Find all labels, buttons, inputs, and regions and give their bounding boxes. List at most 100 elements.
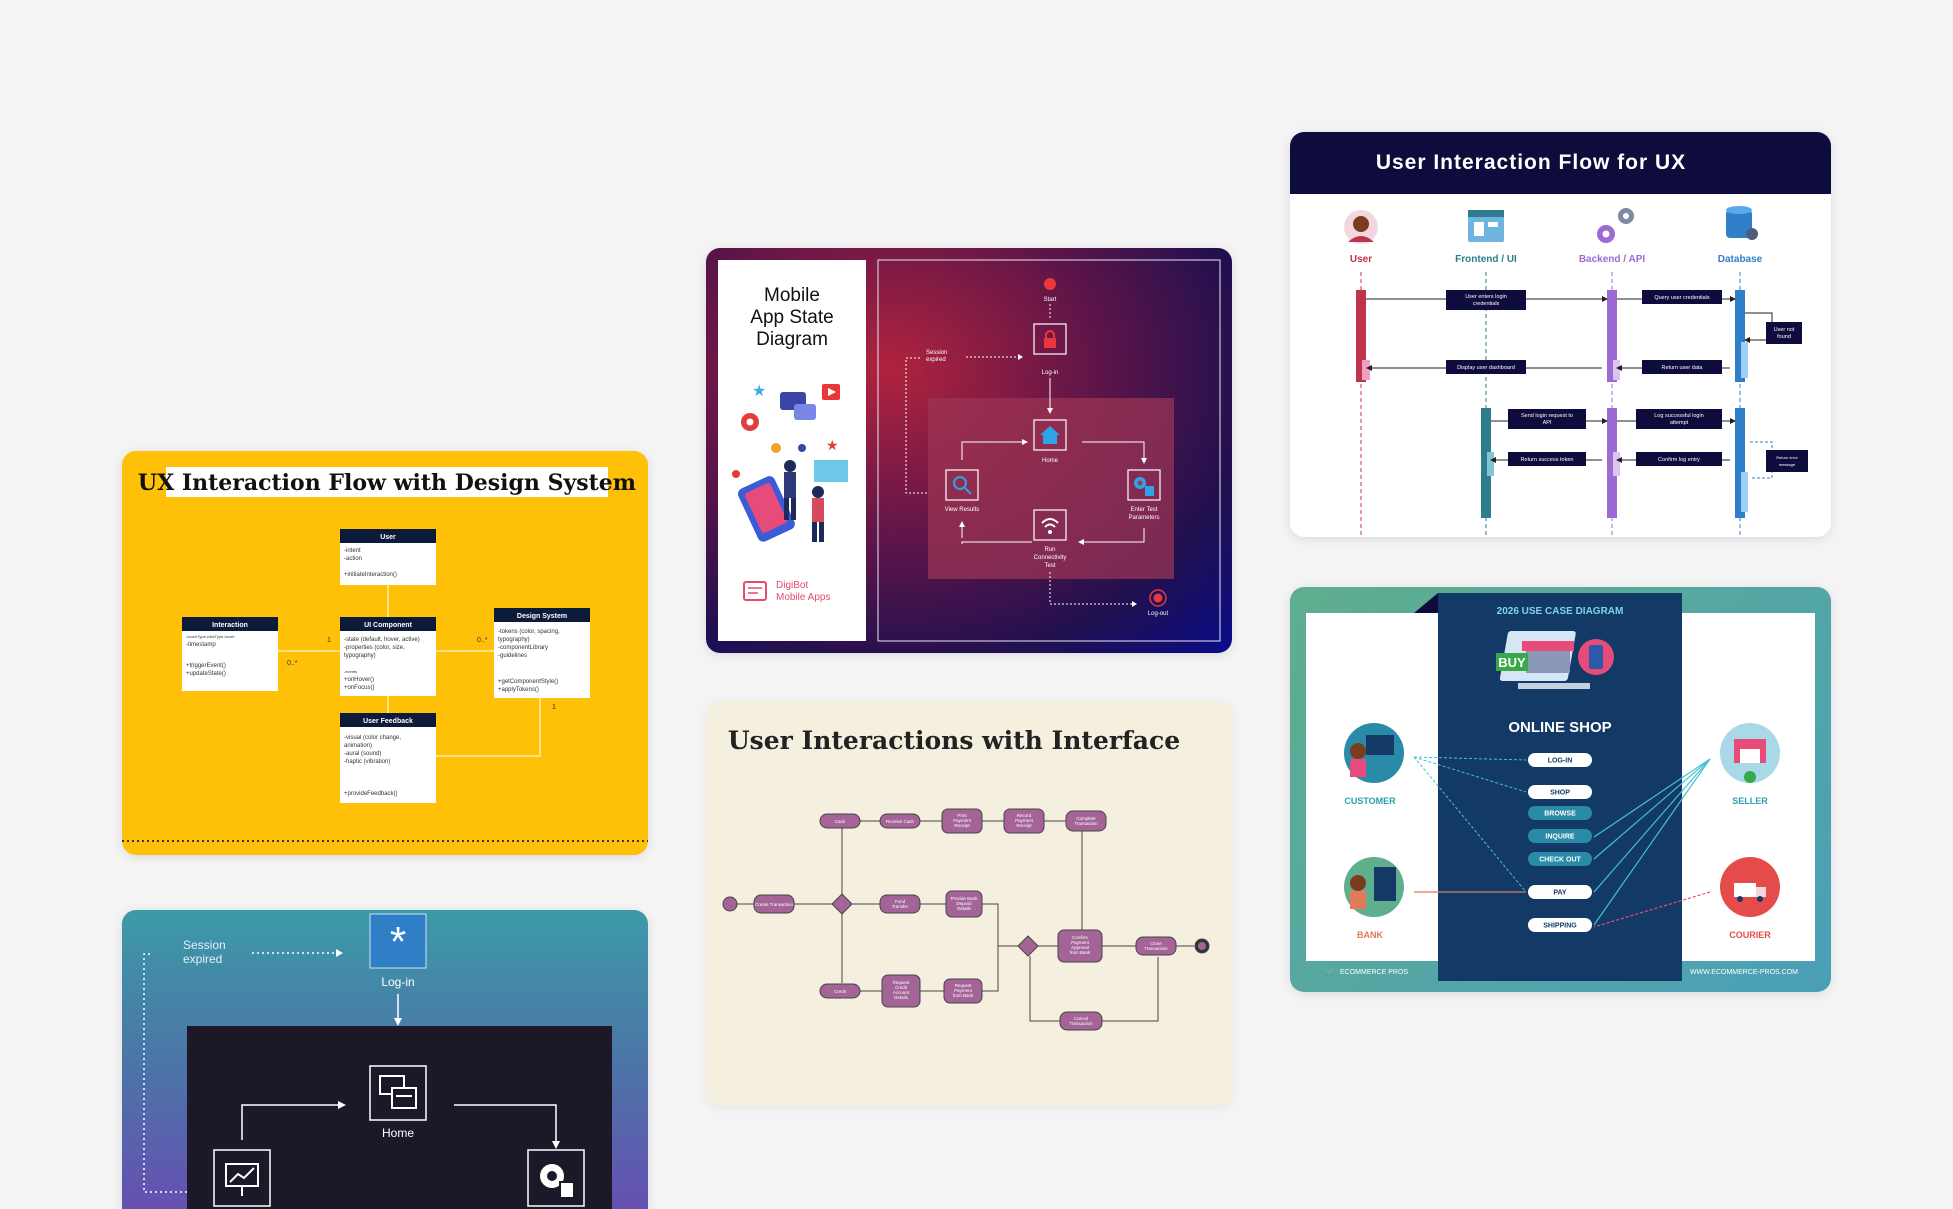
user-activation (1356, 290, 1366, 382)
pill-inquire[interactable]: INQUIRE (1528, 829, 1592, 843)
customer-associations (1413, 756, 1527, 893)
card-sequence-flow[interactable]: User Interaction Flow for UX User Fronte… (1290, 132, 1831, 537)
view-results-state[interactable]: View Results (945, 469, 980, 513)
home-state[interactable]: Home (1033, 419, 1067, 464)
mobile-app-illustration: ★ ★ (732, 383, 848, 542)
node-receive-cash: Receive Cash (879, 813, 921, 829)
activity-connectors (730, 820, 1194, 1022)
presentation-chart-icon (225, 1163, 259, 1196)
view-results-state[interactable] (213, 1149, 271, 1207)
svg-text:Log successful login: Log successful login (1654, 413, 1704, 419)
svg-text:User Interactions with Interfa: User Interactions with Interface (728, 726, 1180, 755)
pill-browse[interactable]: BROWSE (1528, 806, 1592, 820)
merge-diamond (1017, 935, 1039, 957)
actor-customer[interactable]: CUSTOMER (1344, 723, 1404, 806)
svg-text:+applyTokens(): +applyTokens() (498, 687, 539, 693)
card-user-interactions[interactable]: User Interactions with Interface (706, 701, 1232, 1106)
svg-text:-guidelines: -guidelines (498, 653, 527, 659)
svg-text:Account: Account (893, 990, 910, 995)
buy-badge (1496, 653, 1528, 671)
svg-text:COURIER: COURIER (1729, 930, 1771, 940)
svg-text:found: found (1777, 334, 1791, 340)
card-use-case[interactable]: 2026 USE CASE DIAGRAM BUY ONLINE SHOP LO… (1290, 587, 1831, 992)
lane-backend: Backend / API (1579, 208, 1645, 265)
class-ui-component[interactable]: UI Component -state (default, hover, act… (340, 617, 436, 696)
svg-text:typography): typography) (498, 637, 530, 643)
enter-test-state[interactable] (527, 1149, 585, 1207)
svg-text:Home: Home (382, 1126, 414, 1140)
svg-text:ONLINE SHOP: ONLINE SHOP (1508, 719, 1611, 736)
class-user-feedback[interactable]: User Feedback -visual (color change, ani… (340, 713, 436, 803)
enter-test-parameters-state[interactable]: Enter Test Parameters (1127, 469, 1161, 521)
pill-shipping[interactable]: SHIPPING (1528, 918, 1592, 932)
start-node (1044, 278, 1056, 290)
svg-text:Request: Request (955, 983, 973, 988)
svg-text:Send login request to: Send login request to (1521, 413, 1573, 419)
svg-text:from Bank: from Bank (1070, 950, 1091, 955)
pill-login[interactable]: LOG-IN (1528, 753, 1592, 767)
pill-pay[interactable]: PAY (1528, 885, 1592, 899)
card-mobile-app-state[interactable]: Mobile App State Diagram ★ ★ (706, 248, 1232, 653)
actor-bank[interactable]: BANK (1344, 857, 1404, 940)
brand: DigiBot Mobile Apps (743, 580, 830, 603)
svg-text:SELLER: SELLER (1732, 796, 1768, 806)
svg-text:BANK: BANK (1357, 930, 1383, 940)
title-panel (718, 260, 866, 641)
svg-text:Payment: Payment (953, 818, 972, 823)
card-ux-design-system[interactable]: UX Interaction Flow with Design System 1… (122, 451, 648, 855)
run-connectivity-test-state[interactable]: Run Connectivity Test (1033, 509, 1067, 569)
pill-shop[interactable]: SHOP (1528, 785, 1592, 799)
login-state[interactable]: Log-in (1033, 323, 1067, 376)
svg-text:Receipt: Receipt (954, 823, 970, 828)
svg-text:animation): animation) (344, 743, 372, 749)
pill-checkout[interactable]: CHECK OUT (1528, 852, 1592, 866)
svg-text:Payment: Payment (1015, 818, 1034, 823)
svg-text:Session: Session (926, 350, 947, 356)
class-interaction[interactable]: Interaction -touchType,clickType,hover -… (182, 617, 278, 691)
svg-text:Test: Test (1044, 563, 1055, 569)
class-user[interactable]: User -intent -action +initiateInteractio… (340, 529, 436, 585)
svg-text:0..*: 0..* (477, 637, 488, 644)
svg-text:1: 1 (552, 704, 556, 711)
backend-activation-1 (1607, 290, 1617, 382)
svg-text:Deposit: Deposit (956, 901, 972, 906)
actor-seller[interactable]: SELLER (1720, 723, 1780, 806)
login-state[interactable]: * Log-in (369, 913, 427, 989)
svg-text:Transfer: Transfer (892, 904, 909, 909)
svg-text:Details: Details (894, 995, 909, 1000)
svg-text:Parameters: Parameters (1128, 515, 1159, 521)
svg-text:Confirm: Confirm (1072, 935, 1088, 940)
svg-text:BUY: BUY (1498, 655, 1526, 670)
card-app-state-large[interactable]: Session expired * Log-in Home (122, 910, 648, 1209)
class-design-system[interactable]: Design System -tokens (color, spacing, t… (494, 608, 590, 698)
svg-text:Confirm log entry: Confirm log entry (1658, 457, 1700, 463)
svg-text:-tokens (color, spacing,: -tokens (color, spacing, (498, 629, 560, 635)
svg-text:-touchType,clickType,hover: -touchType,clickType,hover (186, 634, 235, 639)
svg-text:SHOP: SHOP (1550, 790, 1570, 797)
svg-text:expired: expired (926, 357, 946, 363)
online-shop-illustration: BUY (1496, 631, 1614, 689)
svg-text:Close: Close (1150, 941, 1162, 946)
start-node (722, 896, 738, 912)
svg-text:credentials: credentials (1473, 301, 1500, 307)
actor-courier[interactable]: COURIER (1720, 857, 1780, 940)
database-icon (1726, 210, 1752, 238)
svg-text:Create Transaction: Create Transaction (755, 902, 794, 907)
svg-text:User not: User not (1774, 327, 1795, 333)
home-state[interactable]: Home (369, 1065, 427, 1140)
svg-text:Complete: Complete (1076, 816, 1096, 821)
decision-diamond (831, 893, 853, 915)
seller-associations (1593, 758, 1711, 926)
svg-text:Return error: Return error (1776, 455, 1798, 460)
svg-text:message: message (1779, 462, 1796, 467)
lane-user: User (1344, 210, 1378, 265)
svg-text:+initiateInteraction(): +initiateInteraction() (344, 572, 397, 578)
title-bg (166, 467, 608, 497)
svg-text:-haptic (vibration): -haptic (vibration) (344, 759, 390, 765)
svg-text:-action: -action (344, 556, 362, 562)
svg-text:BROWSE: BROWSE (1544, 811, 1576, 818)
activity-nodes: Create Transaction Cash Receive Cash Pri… (753, 808, 1177, 1031)
class-diagram: UX Interaction Flow with Design System 1… (122, 467, 648, 842)
